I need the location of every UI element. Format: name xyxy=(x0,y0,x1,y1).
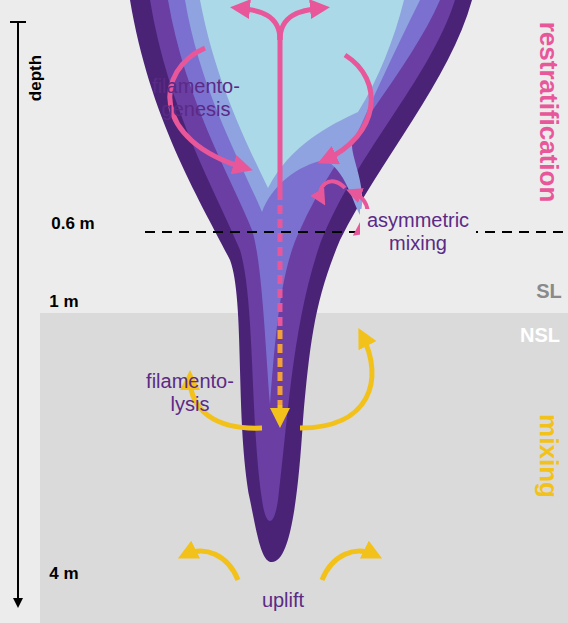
divergence-arrow xyxy=(238,8,280,40)
downwelling-arrow xyxy=(278,405,283,420)
layer-label: SL xyxy=(536,280,562,303)
downwelling-arrow xyxy=(278,30,283,200)
uplift-arrow xyxy=(185,551,238,580)
depth-marker-line xyxy=(145,231,568,233)
process-label: filamento- lysis xyxy=(140,370,240,416)
filamentolysis-arrow xyxy=(300,335,372,428)
filamentogenesis-arrow xyxy=(325,55,371,160)
mixing-loop-arrow xyxy=(320,181,345,200)
filament-layer xyxy=(168,0,440,405)
downwelling-arrow xyxy=(278,330,283,405)
depth-axis xyxy=(17,22,19,604)
process-label: asymmetric mixing xyxy=(360,209,476,255)
process-label: filamento- genesis xyxy=(140,75,252,121)
depth-value: 0.6 m xyxy=(51,214,94,234)
process-label: restratification xyxy=(533,22,563,203)
axis-label: depth xyxy=(26,55,46,101)
uplift-arrow xyxy=(322,551,375,580)
filament-outer-layer xyxy=(130,0,472,562)
process-label: mixing xyxy=(533,414,563,498)
process-label: uplift xyxy=(262,589,304,612)
layer-label: NSL xyxy=(520,324,560,347)
divergence-arrow xyxy=(280,8,322,40)
depth-value: 1 m xyxy=(49,292,78,312)
depth-value: 4 m xyxy=(49,564,78,584)
downwelling-arrow xyxy=(278,205,283,330)
